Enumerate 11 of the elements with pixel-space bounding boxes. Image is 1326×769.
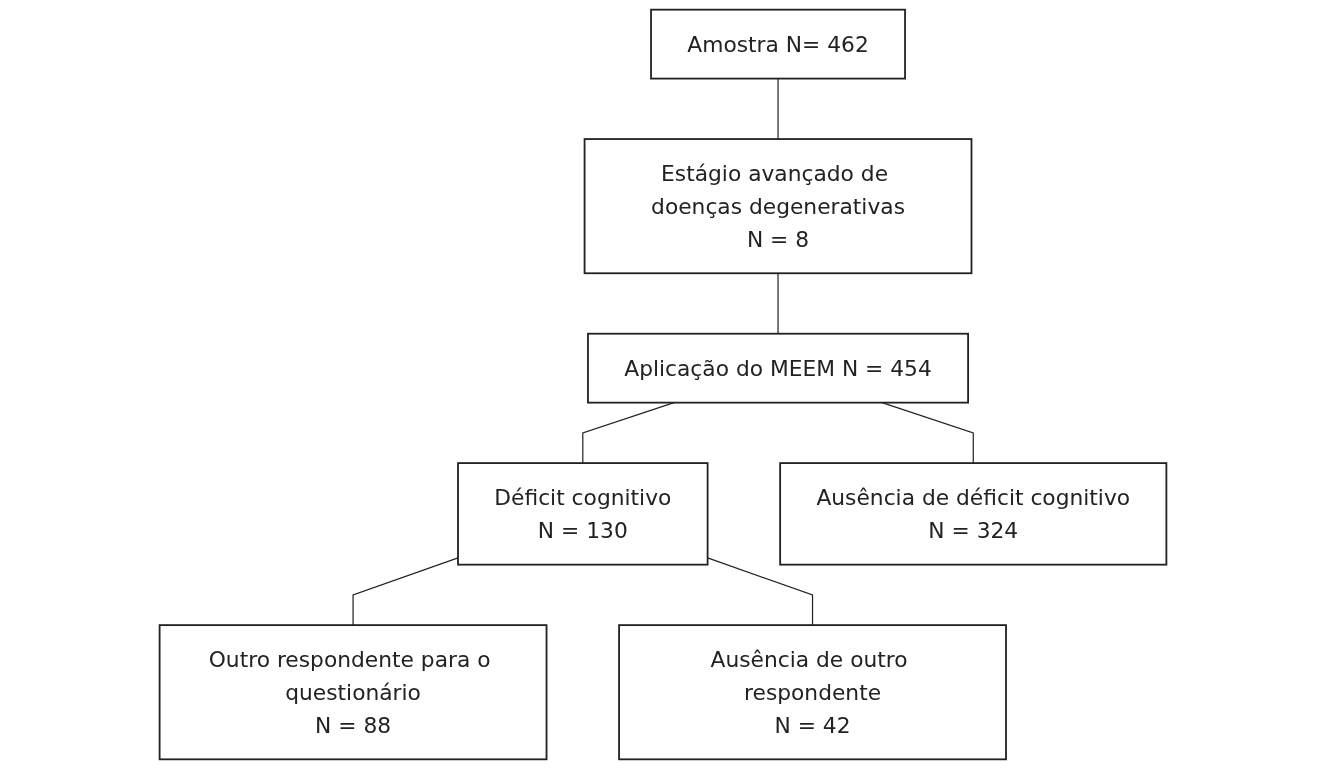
connector (352, 557, 459, 626)
connector (777, 78, 779, 140)
connector (707, 557, 814, 626)
node-box: Estágio avançado de doenças degenerativas N = 8 (583, 138, 973, 275)
node-box: Déficit cognitivo N = 130 (457, 462, 709, 566)
node-box: Aplicação do MEEM N = 454 (587, 332, 969, 404)
node-box: Ausência de outro respondente N = 42 (618, 624, 1007, 761)
node-box: Outro respondente para o questionário N = 88 (158, 624, 548, 761)
node-box: Ausência de déficit cognitivo N = 324 (779, 462, 1168, 566)
connector (777, 272, 779, 335)
node-box: Amostra N= 462 (650, 8, 906, 80)
